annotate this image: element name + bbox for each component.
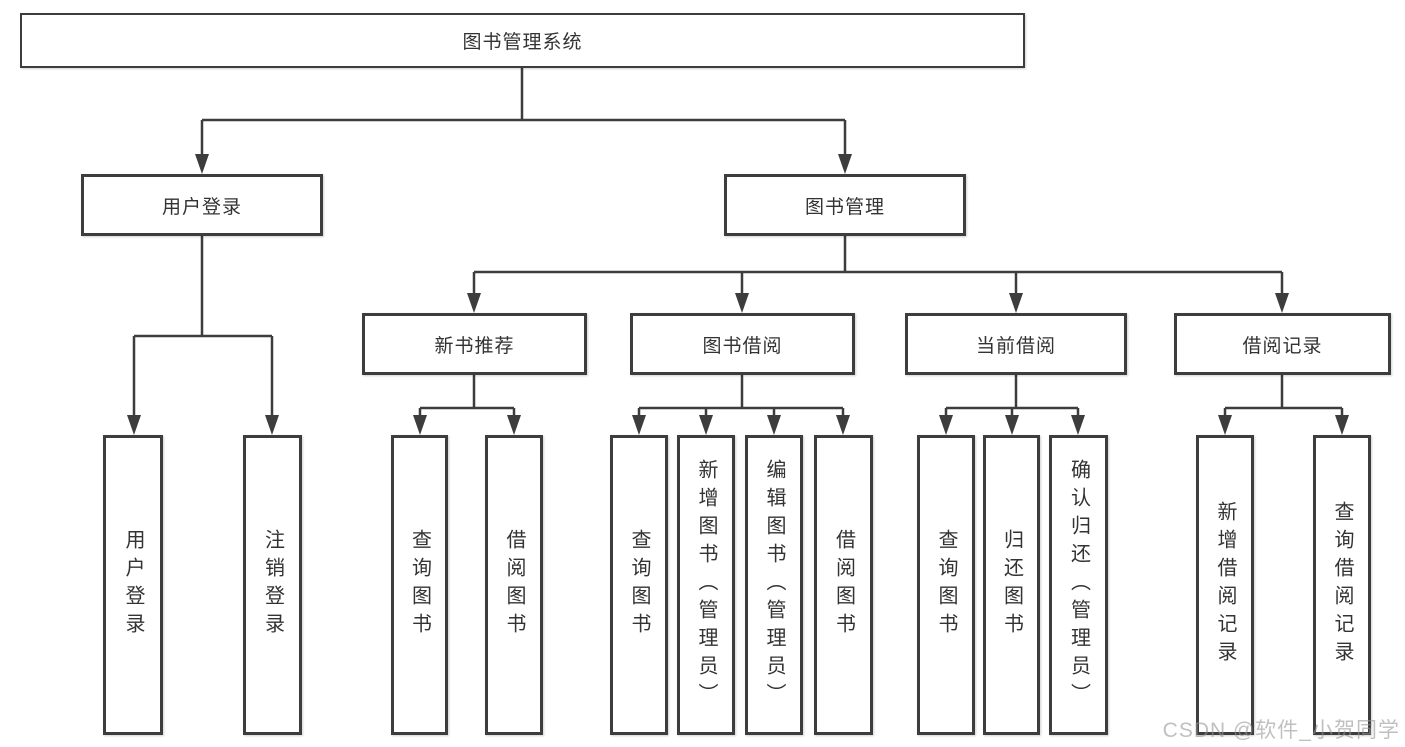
node-borrowing-records: 借阅记录 [1174,313,1391,375]
watermark: CSDN @软件_小贺同学 [1162,719,1400,742]
leaf-add-borrow-record: 新增借阅记录 [1196,435,1254,735]
leaf-confirm-return-admin-label: 确认归还（管理员） [1067,459,1090,711]
leaf-query-borrow-record-label: 查询借阅记录 [1331,501,1353,669]
node-book-management: 图书管理 [724,174,966,236]
leaf-user-login: 用户登录 [103,435,163,735]
leaf-logout-login: 注销登录 [243,435,302,735]
leaf-edit-book-admin-label: 编辑图书（管理员） [763,459,785,711]
leaf-query-book-1-label: 查询图书 [408,529,431,641]
leaf-query-borrow-record: 查询借阅记录 [1313,435,1371,735]
node-library-management-system: 图书管理系统 [20,13,1025,68]
node-user-login: 用户登录 [81,174,323,236]
node-book-borrowing: 图书借阅 [630,313,855,375]
leaf-confirm-return-admin: 确认归还（管理员） [1049,435,1108,735]
leaf-logout-login-label: 注销登录 [261,529,284,641]
leaf-query-book-3: 查询图书 [917,435,975,735]
leaf-query-book-2-label: 查询图书 [628,529,650,641]
leaf-borrow-book-1-label: 借阅图书 [503,529,525,641]
leaf-query-book-2: 查询图书 [610,435,668,735]
leaf-borrow-book-2: 借阅图书 [814,435,873,735]
node-current-borrowing: 当前借阅 [905,313,1127,375]
leaf-query-book-3-label: 查询图书 [935,529,957,641]
leaf-add-book-admin: 新增图书（管理员） [677,435,735,735]
leaf-edit-book-admin: 编辑图书（管理员） [745,435,803,735]
leaf-query-book-1: 查询图书 [391,435,448,735]
leaf-borrow-book-1: 借阅图书 [485,435,543,735]
node-new-book-recommendation: 新书推荐 [362,313,587,375]
leaf-add-book-admin-label: 新增图书（管理员） [695,459,717,711]
leaf-user-login-label: 用户登录 [122,529,144,641]
leaf-return-book: 归还图书 [983,435,1040,735]
leaf-return-book-label: 归还图书 [1000,529,1023,641]
leaf-borrow-book-2-label: 借阅图书 [832,529,855,641]
leaf-add-borrow-record-label: 新增借阅记录 [1214,501,1236,669]
